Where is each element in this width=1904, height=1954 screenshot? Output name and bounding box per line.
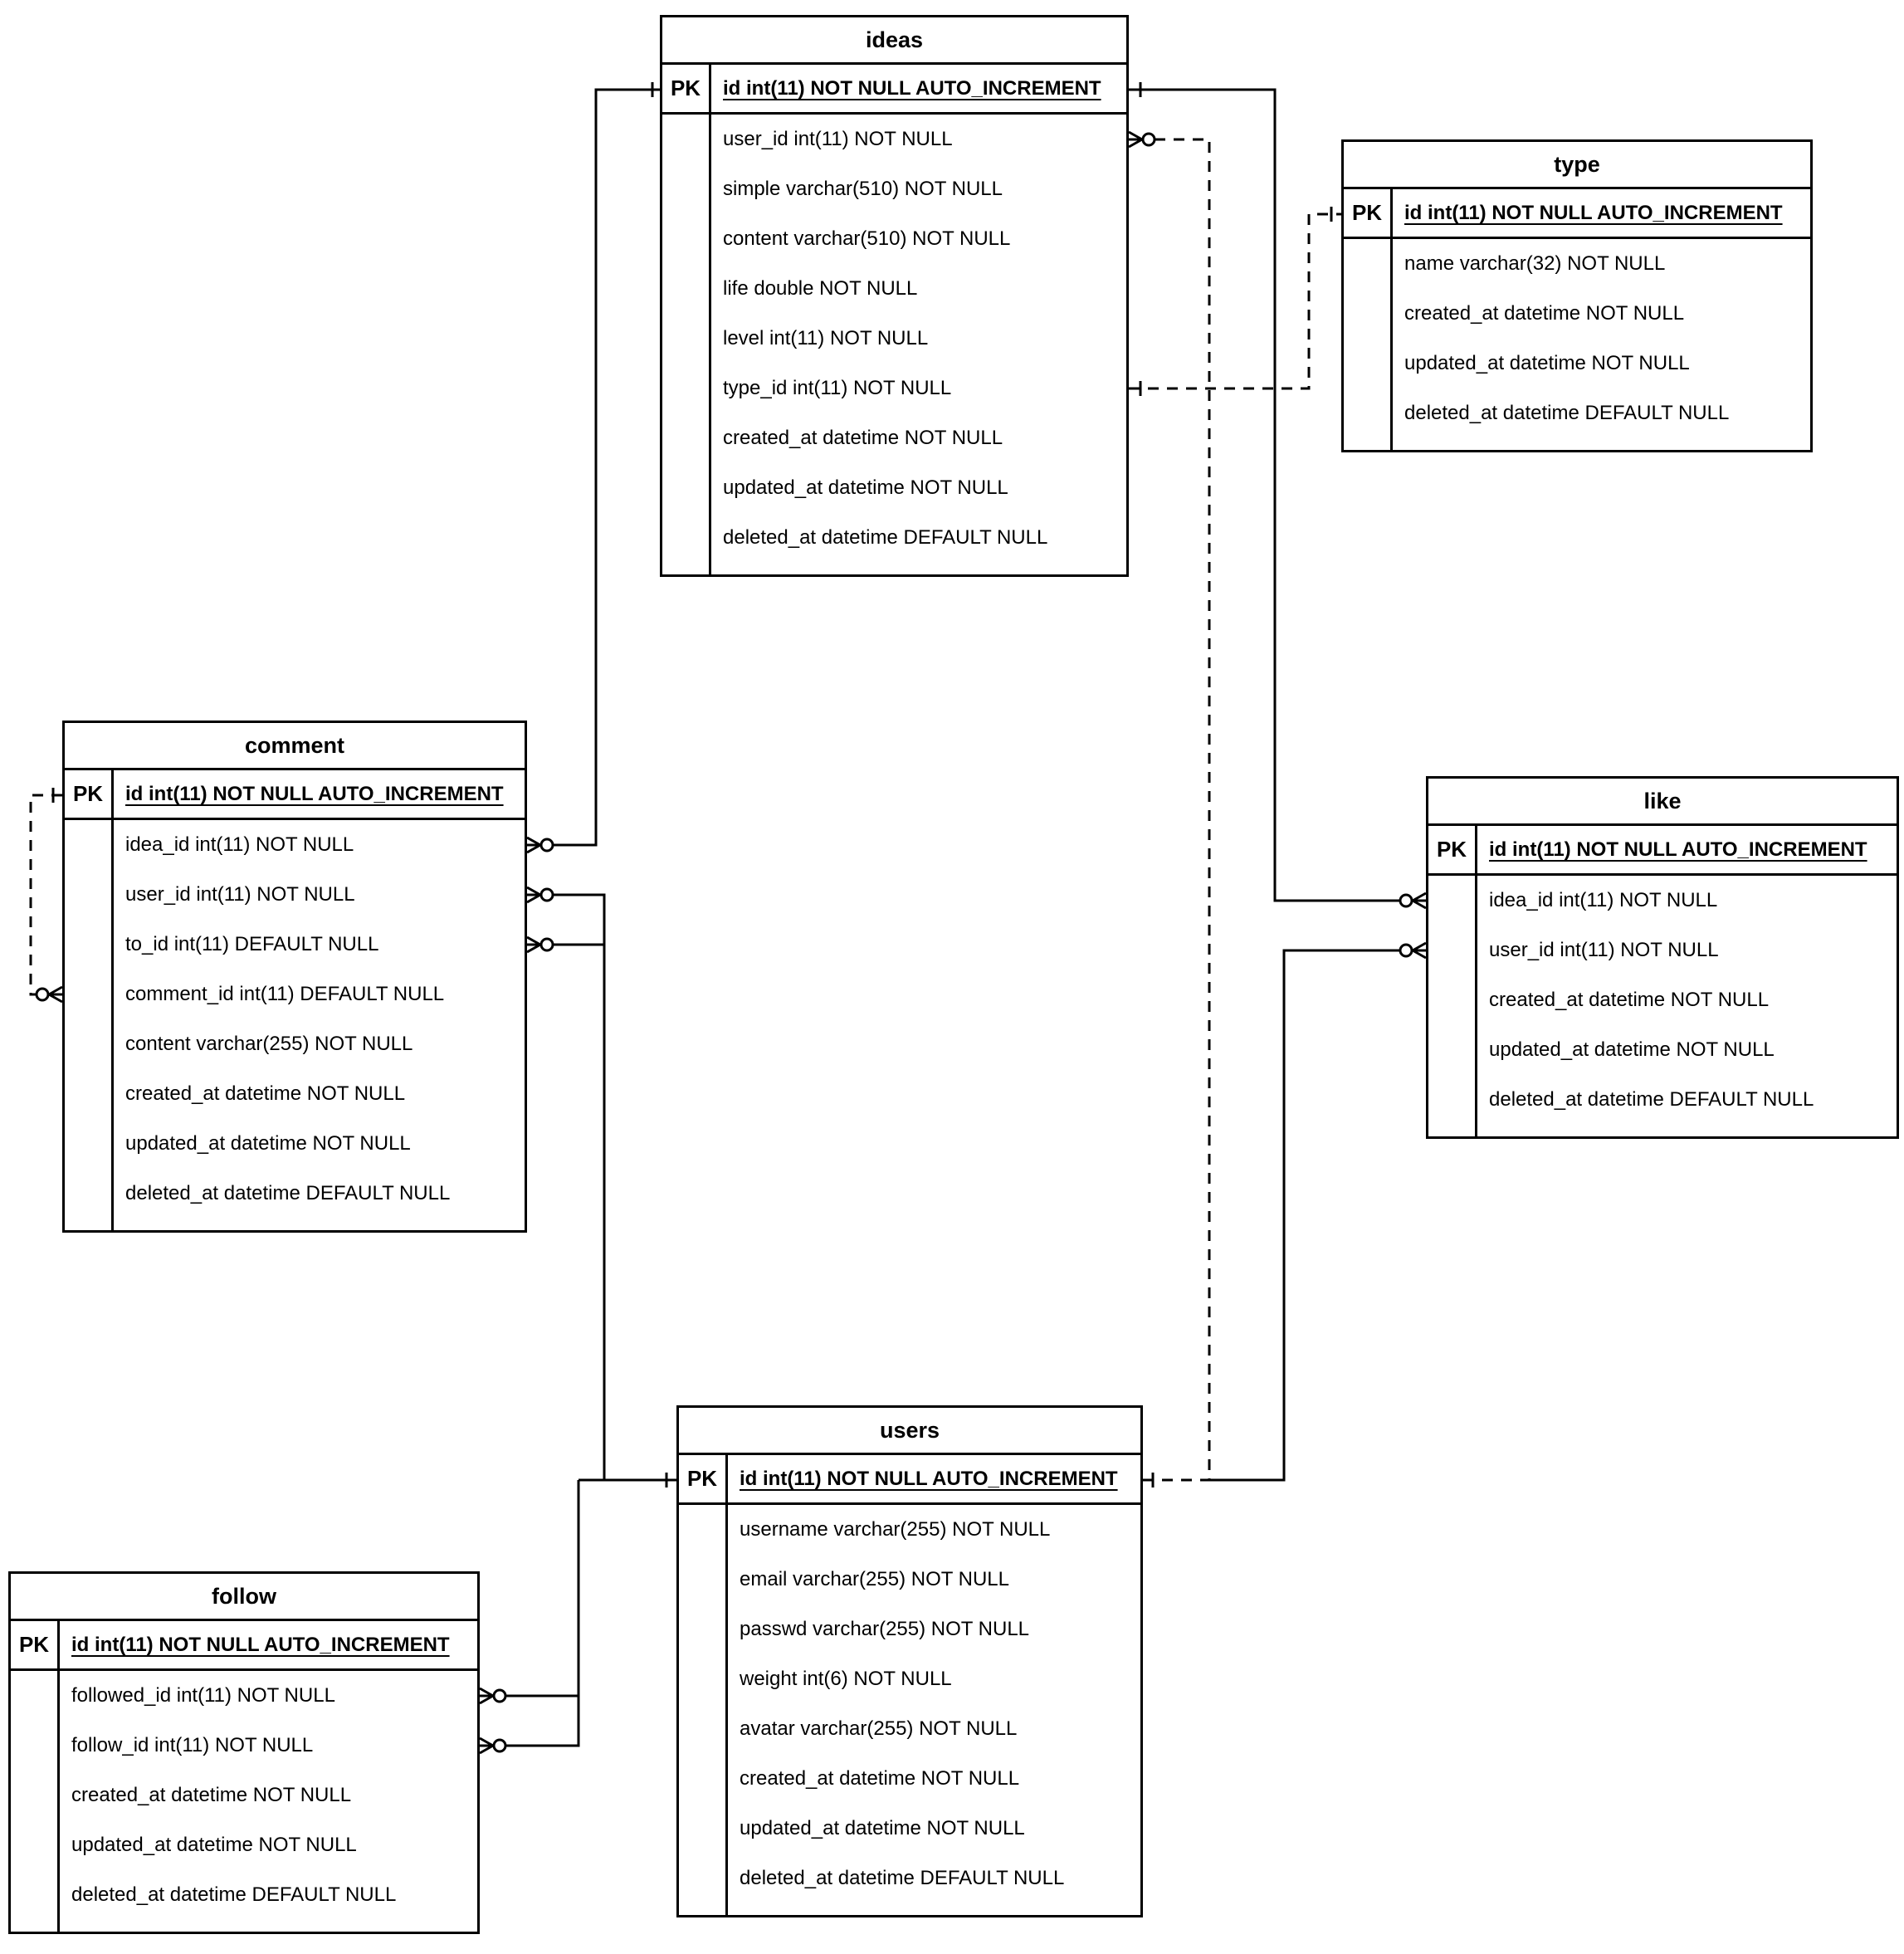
pk-row: PK id int(11) NOT NULL AUTO_INCREMENT (662, 65, 1126, 115)
pk-field: id int(11) NOT NULL AUTO_INCREMENT (1404, 201, 1783, 224)
table-field: deleted_at datetime DEFAULT NULL (125, 1182, 451, 1204)
field-list: name varchar(32) NOT NULL created_at date… (1393, 239, 1810, 450)
table-field: followed_id int(11) NOT NULL (71, 1684, 335, 1707)
pk-row: PK id int(11) NOT NULL AUTO_INCREMENT (65, 770, 525, 820)
table-title: comment (65, 723, 525, 770)
table-field: weight int(6) NOT NULL (740, 1668, 952, 1690)
table-follow: follow PK id int(11) NOT NULL AUTO_INCRE… (8, 1571, 480, 1934)
field-list: username varchar(255) NOT NULL email varc… (728, 1505, 1140, 1915)
pk-column (1428, 876, 1477, 1136)
table-field: user_id int(11) NOT NULL (125, 883, 355, 906)
table-field: deleted_at datetime DEFAULT NULL (1489, 1088, 1814, 1111)
relationship-follow-follow_id-to-users-id (479, 1696, 580, 1755)
table-field: created_at datetime NOT NULL (1489, 989, 1770, 1011)
table-field: content varchar(510) NOT NULL (723, 227, 1011, 250)
table-field: created_at datetime NOT NULL (723, 427, 1003, 449)
table-field: updated_at datetime NOT NULL (1404, 352, 1690, 374)
pk-field: id int(11) NOT NULL AUTO_INCREMENT (125, 782, 504, 805)
table-title: follow (11, 1574, 477, 1621)
pk-label: PK (1428, 826, 1477, 873)
table-body: username varchar(255) NOT NULL email varc… (679, 1505, 1140, 1915)
table-title: type (1344, 142, 1810, 189)
field-list: idea_id int(11) NOT NULL user_id int(11) … (1477, 876, 1897, 1136)
table-field: name varchar(32) NOT NULL (1404, 252, 1666, 275)
table-field: level int(11) NOT NULL (723, 327, 929, 349)
pk-field: id int(11) NOT NULL AUTO_INCREMENT (1489, 838, 1867, 861)
relationship-comment-user_id-to-users-id (526, 886, 606, 1480)
table-field: life double NOT NULL (723, 277, 918, 300)
table-field: updated_at datetime NOT NULL (125, 1132, 411, 1155)
table-field: updated_at datetime NOT NULL (71, 1834, 357, 1856)
pk-row: PK id int(11) NOT NULL AUTO_INCREMENT (11, 1621, 477, 1671)
relationship-ideas-type_id-to-type-id (1129, 207, 1341, 396)
pk-label: PK (11, 1621, 60, 1668)
relationship-users-id-shared-segment (579, 1473, 676, 1487)
field-list: user_id int(11) NOT NULL simple varchar(5… (711, 115, 1126, 574)
table-field: deleted_at datetime DEFAULT NULL (71, 1883, 397, 1906)
pk-field: id int(11) NOT NULL AUTO_INCREMENT (740, 1467, 1118, 1490)
table-field: avatar varchar(255) NOT NULL (740, 1717, 1018, 1740)
pk-label: PK (1344, 189, 1393, 237)
table-field: deleted_at datetime DEFAULT NULL (1404, 402, 1730, 424)
table-like: like PK id int(11) NOT NULL AUTO_INCREME… (1426, 776, 1899, 1139)
pk-row: PK id int(11) NOT NULL AUTO_INCREMENT (1344, 189, 1810, 239)
table-field: created_at datetime NOT NULL (740, 1767, 1020, 1790)
field-list: followed_id int(11) NOT NULL follow_id in… (60, 1671, 477, 1932)
table-field: user_id int(11) NOT NULL (1489, 939, 1719, 961)
table-field: type_id int(11) NOT NULL (723, 377, 952, 399)
relationship-ideas-user_id-to-users-id (1128, 130, 1211, 1487)
table-field: created_at datetime NOT NULL (125, 1082, 406, 1105)
pk-row: PK id int(11) NOT NULL AUTO_INCREMENT (679, 1455, 1140, 1505)
table-title: ideas (662, 17, 1126, 65)
table-field: idea_id int(11) NOT NULL (1489, 889, 1718, 911)
table-field: updated_at datetime NOT NULL (740, 1817, 1025, 1839)
table-field: deleted_at datetime DEFAULT NULL (723, 526, 1048, 549)
table-comment: comment PK id int(11) NOT NULL AUTO_INCR… (62, 721, 527, 1233)
table-field: comment_id int(11) DEFAULT NULL (125, 983, 445, 1005)
pk-column (662, 115, 711, 574)
table-body: idea_id int(11) NOT NULL user_id int(11) … (1428, 876, 1897, 1136)
pk-column (1344, 239, 1393, 450)
table-body: idea_id int(11) NOT NULL user_id int(11) … (65, 820, 525, 1230)
table-field: email varchar(255) NOT NULL (740, 1568, 1009, 1590)
table-body: name varchar(32) NOT NULL created_at date… (1344, 239, 1810, 450)
pk-label: PK (679, 1455, 728, 1502)
table-field: passwd varchar(255) NOT NULL (740, 1618, 1030, 1640)
pk-column (11, 1671, 60, 1932)
table-field: idea_id int(11) NOT NULL (125, 833, 354, 856)
table-title: users (679, 1408, 1140, 1455)
relationship-comment-to_id-to-users-id (526, 935, 604, 954)
relationship-follow-followed_id-to-users-id (479, 1480, 580, 1705)
field-list: idea_id int(11) NOT NULL user_id int(11) … (114, 820, 525, 1230)
relationship-comment-comment_id-to-comment-id (29, 788, 63, 1004)
table-field: deleted_at datetime DEFAULT NULL (740, 1867, 1065, 1889)
table-field: created_at datetime NOT NULL (1404, 302, 1685, 325)
table-field: created_at datetime NOT NULL (71, 1784, 352, 1806)
pk-column (65, 820, 114, 1230)
table-field: simple varchar(510) NOT NULL (723, 178, 1003, 200)
table-field: follow_id int(11) NOT NULL (71, 1734, 314, 1756)
table-field: content varchar(255) NOT NULL (125, 1033, 413, 1055)
table-body: user_id int(11) NOT NULL simple varchar(5… (662, 115, 1126, 574)
table-field: user_id int(11) NOT NULL (723, 128, 953, 150)
pk-column (679, 1505, 728, 1915)
table-type: type PK id int(11) NOT NULL AUTO_INCREME… (1341, 139, 1813, 452)
pk-field: id int(11) NOT NULL AUTO_INCREMENT (723, 76, 1101, 100)
table-title: like (1428, 779, 1897, 826)
table-ideas: ideas PK id int(11) NOT NULL AUTO_INCREM… (660, 15, 1129, 577)
pk-field: id int(11) NOT NULL AUTO_INCREMENT (71, 1633, 450, 1656)
pk-row: PK id int(11) NOT NULL AUTO_INCREMENT (1428, 826, 1897, 876)
pk-label: PK (662, 65, 711, 112)
table-field: updated_at datetime NOT NULL (1489, 1038, 1775, 1061)
relationship-comment-idea_id-to-ideas-id (526, 82, 660, 854)
table-body: followed_id int(11) NOT NULL follow_id in… (11, 1671, 477, 1932)
pk-label: PK (65, 770, 114, 818)
table-field: username varchar(255) NOT NULL (740, 1518, 1051, 1541)
table-field: updated_at datetime NOT NULL (723, 476, 1008, 499)
table-field: to_id int(11) DEFAULT NULL (125, 933, 379, 955)
table-users: users PK id int(11) NOT NULL AUTO_INCREM… (676, 1405, 1143, 1917)
relationship-users-id-to-like-user_id (1209, 941, 1427, 1482)
